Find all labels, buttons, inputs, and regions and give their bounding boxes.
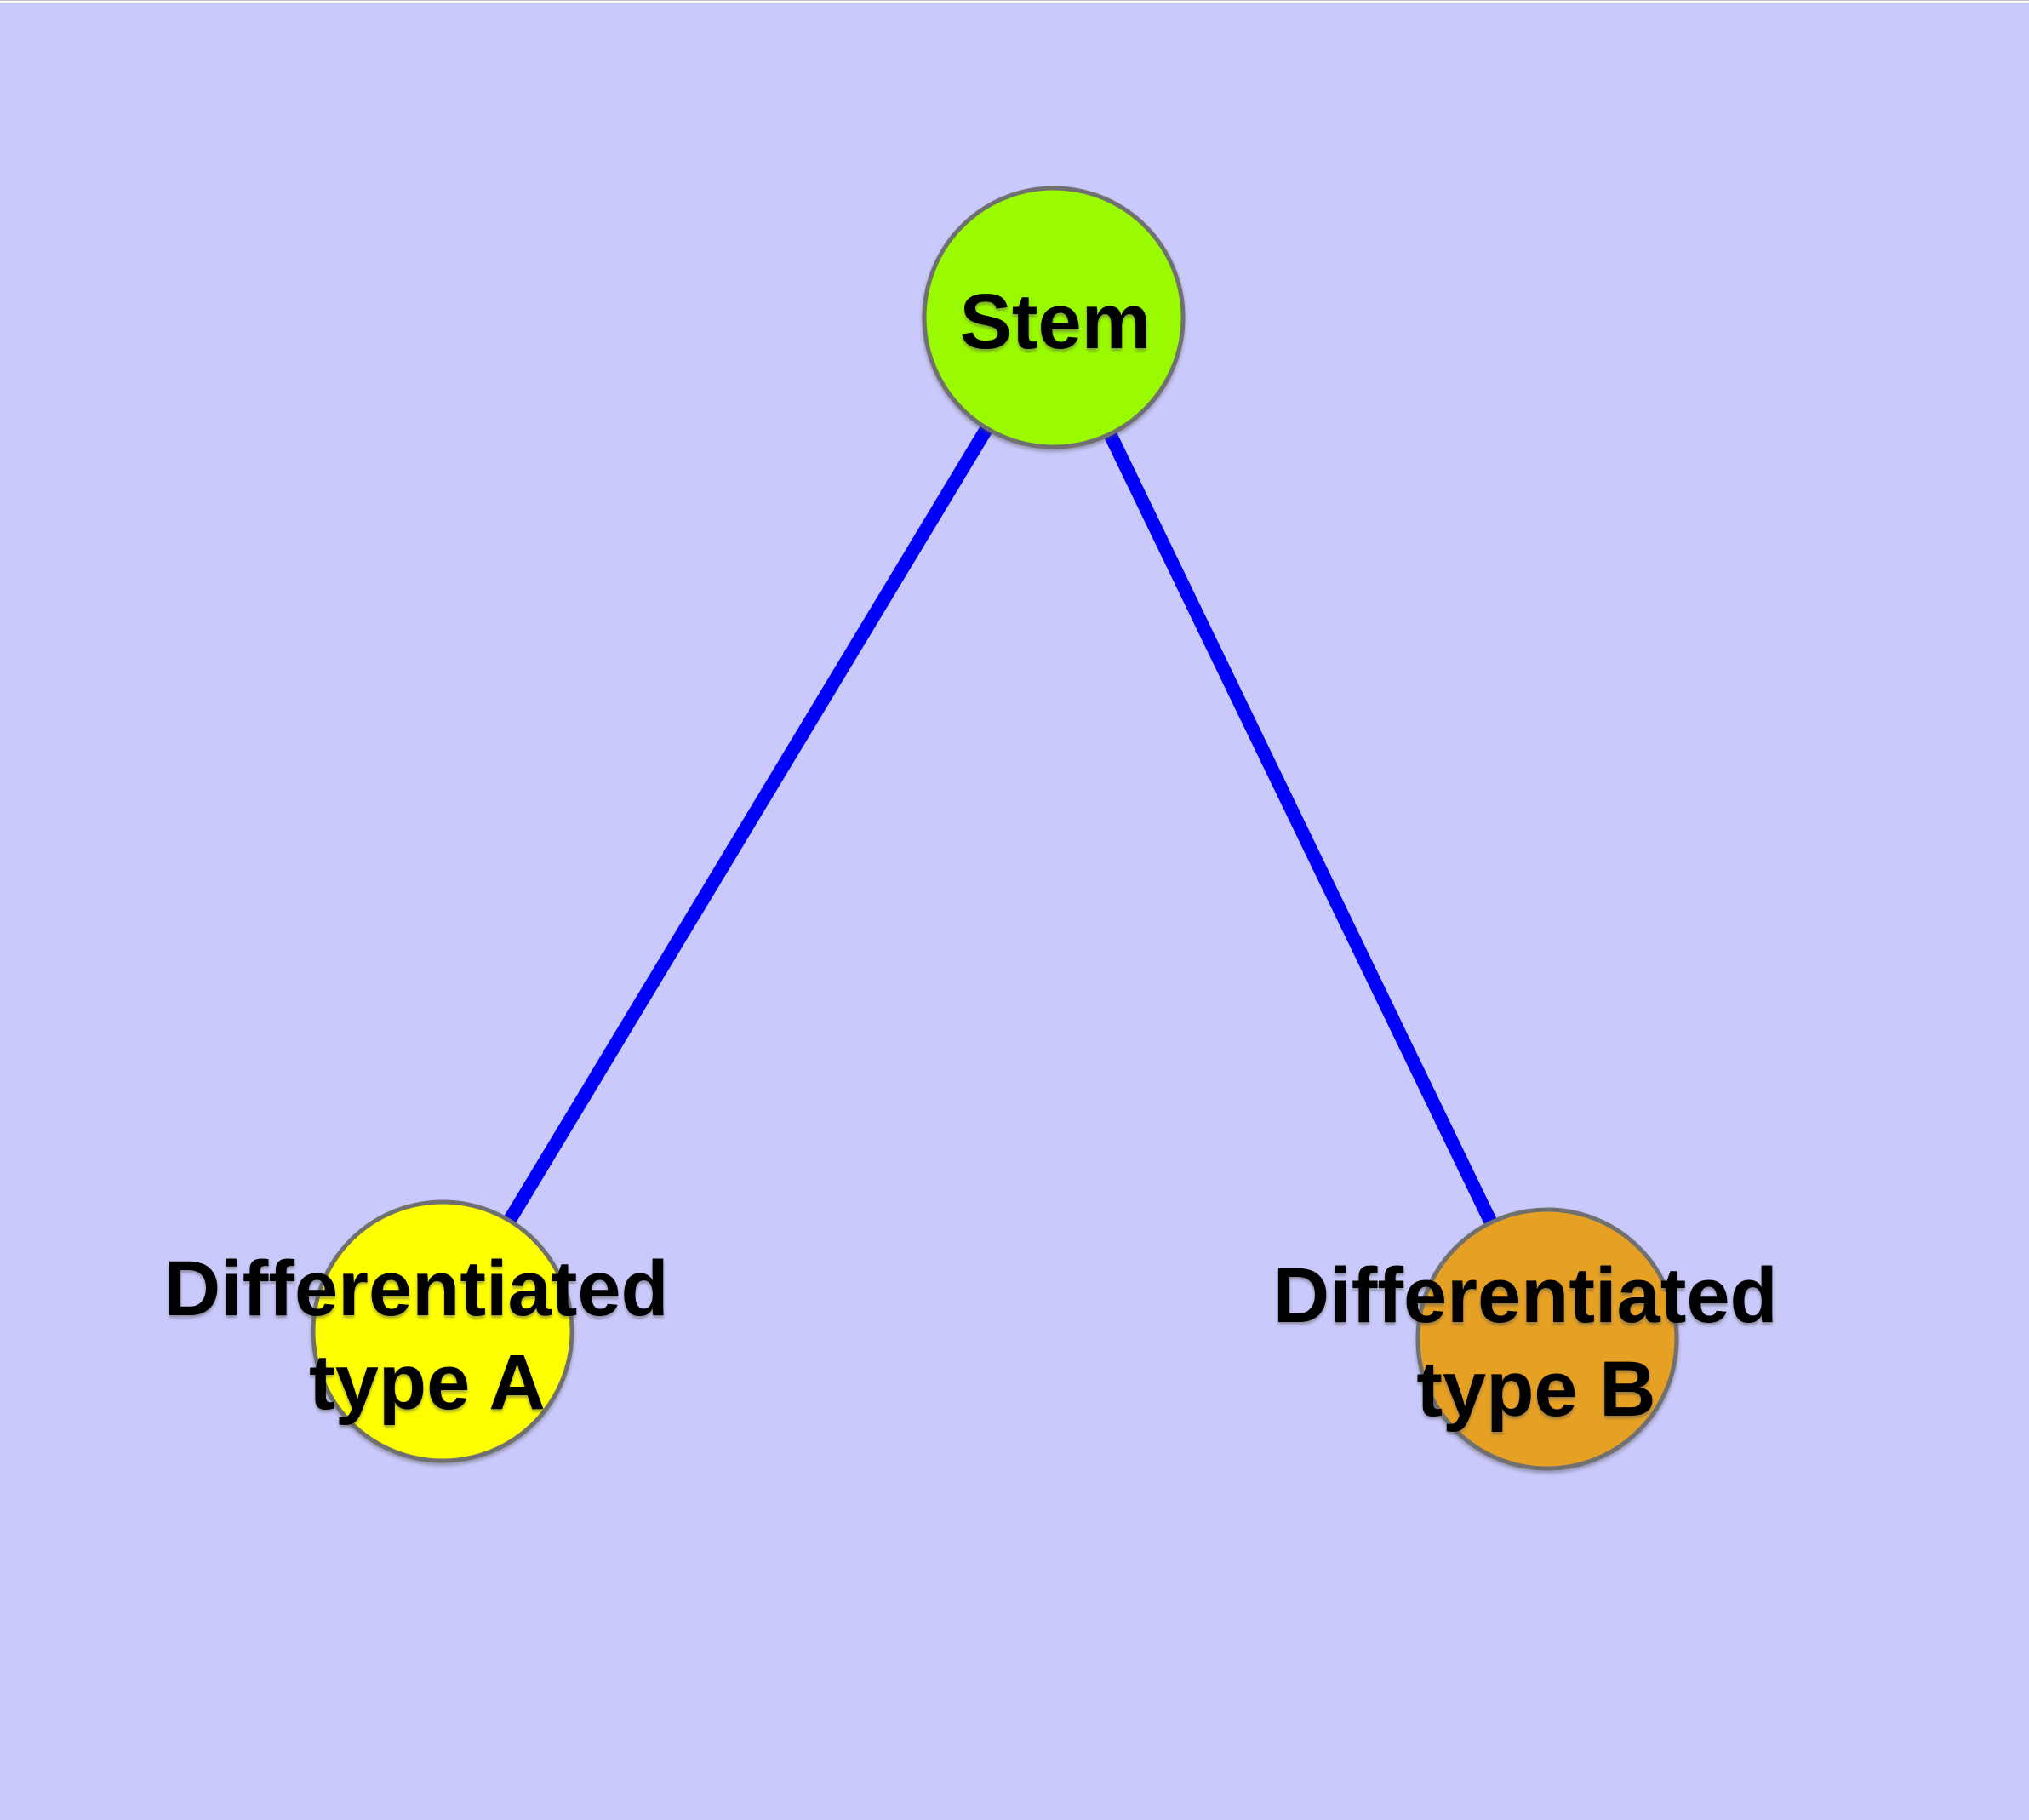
- edge-stem-to-type-a: [437, 313, 1060, 1336]
- node-type-b-label-line1: Differentiated: [1273, 1252, 1778, 1339]
- node-type-a-label-line2: type A: [309, 1339, 546, 1426]
- edge-group: [437, 313, 1554, 1342]
- node-type-b-circle: [1415, 1207, 1679, 1471]
- node-stem-label: Stem: [960, 278, 1152, 365]
- node-type-a-label: Differentiated type A: [164, 1245, 691, 1426]
- node-type-b-label: Differentiated type B: [1273, 1252, 1800, 1433]
- node-stem-label-line1: Stem: [960, 278, 1152, 365]
- top-edge-hairline: [0, 0, 2029, 1]
- edge-stem-to-type-b: [1047, 314, 1554, 1342]
- node-type-a-circle: [311, 1199, 574, 1463]
- node-differentiated-type-a: Differentiated type A: [164, 1199, 691, 1463]
- top-edge-strip: [0, 1, 2029, 3]
- node-type-a-label-line1: Differentiated: [164, 1245, 669, 1332]
- node-stem-circle: [922, 186, 1186, 449]
- node-stem: Stem: [922, 186, 1186, 449]
- node-type-b-label-line2: type B: [1416, 1346, 1655, 1433]
- node-differentiated-type-b: Differentiated type B: [1273, 1207, 1800, 1471]
